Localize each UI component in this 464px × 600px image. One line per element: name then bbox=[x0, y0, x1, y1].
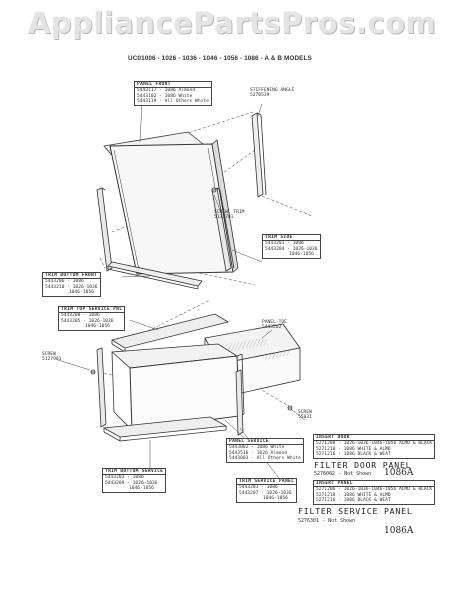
trim-bottom-service-part bbox=[102, 416, 228, 442]
callout-line: 5443003 - All Others White bbox=[229, 456, 301, 462]
label-line: 5127901 bbox=[42, 357, 62, 363]
filter-door-part: 5276002 - Not Shown bbox=[314, 471, 372, 477]
callout-line: 5271206 - 1026-1036-1046-1056 ALMD & BLA… bbox=[316, 487, 433, 493]
screw-trim-part bbox=[211, 187, 217, 193]
callout-line: 5443201 - 1086 bbox=[265, 241, 304, 247]
callout-line: 5271208 - 1026-1036-1046-1056 ALMD & BLA… bbox=[316, 441, 433, 447]
callout-line: 1046-1056 bbox=[263, 496, 288, 502]
screw-right-part bbox=[287, 405, 293, 411]
panel-toe-label: PANEL-TOE 5443202 bbox=[262, 320, 287, 331]
watermark-logo: AppliancePartsPros.com bbox=[27, 6, 437, 40]
callout-heading: TRIM SERVICE PANEL bbox=[237, 479, 297, 486]
callout-line: 1046-1056 bbox=[69, 290, 94, 296]
trim-side-left-part bbox=[96, 187, 113, 272]
callout-line: 5443102 - 1086 White bbox=[137, 93, 193, 99]
filter-service-part: 5276301 - Not Shown bbox=[298, 518, 356, 524]
callout-heading: PANEL SERVICE bbox=[227, 439, 303, 446]
panel-service-part bbox=[111, 343, 245, 431]
callout-heading: TRIM BOTTOM FRONT bbox=[43, 273, 100, 280]
callout-line: 5443203 - 1086 bbox=[239, 485, 278, 491]
screw-left-part bbox=[90, 369, 96, 375]
label-line: SCREW bbox=[42, 352, 56, 357]
callout-line: 1046-1056 bbox=[85, 324, 110, 330]
callout-line: 5443117 - 1086 Almond bbox=[137, 88, 196, 94]
callout-line: 1046-1056 bbox=[289, 252, 314, 258]
callout-line: 5443204 - 1026-1036 bbox=[265, 246, 318, 252]
panel-front-part bbox=[103, 131, 239, 275]
callout-heading: INSERT PANEL bbox=[314, 481, 435, 488]
label-line: STIFFENING ANGLE bbox=[250, 88, 295, 93]
panel-front-callout: PANEL FRONT 5443117 - 1086 Almond 544310… bbox=[134, 81, 212, 106]
callout-line: 5271216 - 1086 BLACK & WEAT bbox=[316, 452, 391, 458]
label-line: 5133701 bbox=[214, 215, 234, 221]
callout-line: 5443516 - 1026 Almond bbox=[229, 450, 288, 456]
label-line: 5270539 bbox=[250, 93, 270, 99]
filter-door-code: 1086A bbox=[384, 468, 414, 478]
filter-door-title: FILTER DOOR PANEL bbox=[314, 460, 412, 470]
screw-right-label: SCREW 5503I bbox=[298, 410, 312, 421]
screw-trim-label: SCREW, TRIM 5133701 bbox=[214, 210, 244, 221]
callout-heading: TRIM TOP SERVICE PNL bbox=[59, 307, 125, 314]
stiffening-angle-label: STIFFENING ANGLE 5270539 bbox=[250, 88, 294, 99]
stiffening-angle-part bbox=[251, 112, 267, 198]
callout-line: 5443207 - 1026-1036 bbox=[239, 490, 292, 496]
insert-panel-callout: INSERT PANEL 5271206 - 1026-1036-1046-10… bbox=[313, 480, 436, 505]
callout-line: 5443119 - All Others White bbox=[137, 99, 209, 105]
callout-line: 5271218 - 1086 WHITE & ALMD bbox=[316, 446, 391, 452]
callout-line: 5443200 - 1086 bbox=[61, 313, 100, 319]
trim-bottom-front-part bbox=[107, 261, 203, 290]
callout-line: 5271218 - 1086 WHITE & ALMD bbox=[316, 492, 391, 498]
callout-heading: TRIM SIDE bbox=[263, 235, 320, 242]
trim-top-service-callout: TRIM TOP SERVICE PNL 5443200 - 1086 5443… bbox=[58, 306, 126, 331]
callout-heading: TRIM BOTTOM SERVICE bbox=[103, 469, 166, 476]
filter-service-code: 1086A bbox=[384, 526, 414, 536]
callout-line: 1046-1056 bbox=[129, 486, 154, 492]
trim-side-callout: TRIM SIDE 5443201 - 1086 5443204 - 1026-… bbox=[262, 234, 321, 259]
models-title: UC01006 - 1026 - 1036 - 1046 - 1056 - 10… bbox=[128, 55, 312, 62]
trim-bottom-service-callout: TRIM BOTTOM SERVICE 5443203 - 1086 54432… bbox=[102, 468, 167, 493]
label-line: SCREW, TRIM bbox=[214, 210, 245, 215]
callout-heading: PANEL FRONT bbox=[135, 82, 211, 89]
label-line: SCREW bbox=[298, 410, 312, 415]
label-line: 5503I bbox=[298, 415, 312, 421]
label-line: 5443202 bbox=[262, 325, 282, 331]
panel-service-callout: PANEL SERVICE 5443002 - 1086 White 54435… bbox=[226, 438, 304, 463]
callout-line: 5443002 - 1086 White bbox=[229, 445, 285, 451]
callout-line: 5443205 - 1026-1036 bbox=[61, 318, 114, 324]
screw-left-label: SCREW 5127901 bbox=[42, 352, 61, 363]
callout-line: 5271216 - 1086 BLACK & WEAT bbox=[316, 498, 391, 504]
callout-line: 5443210 - 1026-1036 bbox=[45, 284, 98, 290]
label-line: PANEL-TOE bbox=[262, 320, 287, 325]
trim-bottom-front-callout: TRIM BOTTOM FRONT 5443206 - 1086 5443210… bbox=[42, 272, 101, 297]
callout-heading: INSERT DOOR bbox=[314, 435, 435, 442]
insert-door-callout: INSERT DOOR 5271208 - 1026-1036-1046-105… bbox=[313, 434, 436, 459]
callout-line: 5443209 - 1026-1036 bbox=[105, 480, 158, 486]
trim-service-panel-callout: TRIM SERVICE PANEL 5443203 - 1086 544320… bbox=[236, 478, 298, 503]
callout-line: 5443206 - 1086 bbox=[45, 279, 84, 285]
filter-service-title: FILTER SERVICE PANEL bbox=[298, 506, 413, 516]
trim-top-service-part bbox=[110, 313, 230, 353]
callout-line: 5443203 - 1086 bbox=[105, 475, 144, 481]
